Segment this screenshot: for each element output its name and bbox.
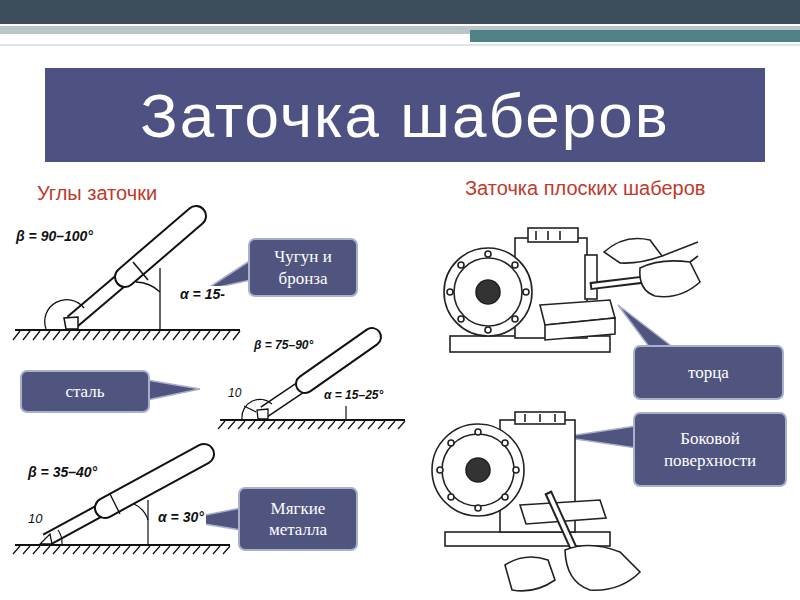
illustration-part <box>218 421 405 429</box>
illustration-part <box>528 228 578 242</box>
illustration-part <box>445 532 610 546</box>
illustration-part <box>476 280 500 304</box>
illustration-part <box>447 289 453 295</box>
illustration-part <box>159 268 160 329</box>
title-band <box>45 68 765 162</box>
dimension-label: 10 <box>226 386 243 400</box>
illustration-part <box>513 467 519 473</box>
illustration-part <box>40 534 52 544</box>
illustration-part <box>458 262 464 268</box>
illustration-part <box>523 289 529 295</box>
illustration-part <box>15 329 240 331</box>
callout-box: Чугун и бронза <box>248 238 358 297</box>
illustration-part <box>437 467 443 473</box>
grinder-figure <box>444 228 700 352</box>
callout-box: Мягкие металла <box>238 487 358 551</box>
illustration-part <box>442 434 514 506</box>
scraper-figure <box>218 337 405 429</box>
illustration-part <box>432 424 524 516</box>
angle-label: β = 35–40° <box>26 464 99 481</box>
top-bars <box>0 0 800 46</box>
illustration-part <box>640 261 700 297</box>
callout-box: сталь <box>20 370 150 413</box>
illustration-part <box>133 262 148 280</box>
illustration-part <box>502 494 508 500</box>
illustration-part <box>458 316 464 322</box>
scraper-figure <box>13 216 240 340</box>
illustration-part <box>242 399 272 419</box>
angle-label: α = 30° <box>156 509 206 526</box>
illustration-part <box>604 239 662 264</box>
illustration-part <box>485 327 491 333</box>
section-heading: Заточка плоских шаберов <box>463 176 717 200</box>
callout-text: торца <box>688 362 729 383</box>
illustration-part <box>105 454 204 508</box>
illustration-part <box>448 440 454 446</box>
callout-tails <box>147 260 674 530</box>
illustration-part <box>515 412 565 424</box>
illustration-part <box>147 500 148 544</box>
illustration-part <box>466 458 490 482</box>
illustration-part <box>618 305 674 348</box>
illustration-part <box>345 406 346 419</box>
section-heading: Углы заточки <box>35 181 159 205</box>
callout-text: сталь <box>65 381 104 402</box>
illustration-part <box>559 231 561 240</box>
scraper-figure <box>13 454 230 554</box>
illustration-part <box>585 255 597 299</box>
illustration-part <box>58 530 62 544</box>
illustration-part <box>485 251 491 257</box>
illustration-part <box>545 318 615 340</box>
illustration-part <box>13 546 230 554</box>
illustration-part <box>539 414 541 422</box>
callout-text: Боковой поверхности <box>641 428 779 471</box>
illustration-part <box>524 414 526 422</box>
illustration-part <box>512 316 518 322</box>
callout-box: торца <box>633 345 784 400</box>
illustration-part <box>45 300 84 329</box>
callout-text: Чугун и бронза <box>256 246 350 289</box>
illustration-part <box>147 380 200 400</box>
dimension-label: 10 <box>26 511 44 527</box>
illustration-part <box>125 216 196 277</box>
illustration-part <box>565 545 640 590</box>
illustration-part <box>662 242 698 262</box>
illustration-part <box>105 454 204 508</box>
callout-box: Боковой поверхности <box>633 412 787 487</box>
illustration-part <box>554 414 556 422</box>
illustration-part <box>470 30 800 42</box>
illustration-part <box>0 44 800 46</box>
angle-label: α = 15–25° <box>322 388 385 402</box>
illustration-part <box>0 0 800 24</box>
illustration-part <box>110 494 120 514</box>
illustration-part <box>64 317 78 329</box>
illustration-part <box>475 429 481 435</box>
illustration-part <box>13 331 240 340</box>
angle-label: α = 15- <box>178 286 227 303</box>
illustration-part <box>454 258 522 326</box>
illustration-part <box>505 557 555 591</box>
illustration-part <box>512 262 518 268</box>
illustration-part <box>547 231 549 240</box>
illustration-part <box>475 505 481 511</box>
illustration-part <box>592 279 648 286</box>
grinder-figure <box>432 412 640 591</box>
illustration-part <box>125 216 196 277</box>
slide-title: Заточка шаберов <box>45 68 765 162</box>
illustration-part <box>444 248 532 336</box>
illustration-part <box>134 504 148 520</box>
callout-text: Мягкие металла <box>246 498 350 541</box>
illustration-part <box>448 494 454 500</box>
illustration-part <box>502 440 508 446</box>
illustration-part <box>535 231 537 240</box>
illustration-part <box>257 409 268 419</box>
angle-label: β = 75–90° <box>252 338 315 352</box>
illustration-part <box>136 282 160 292</box>
illustration-part <box>220 419 405 421</box>
angle-label: β = 90–100° <box>14 228 95 245</box>
